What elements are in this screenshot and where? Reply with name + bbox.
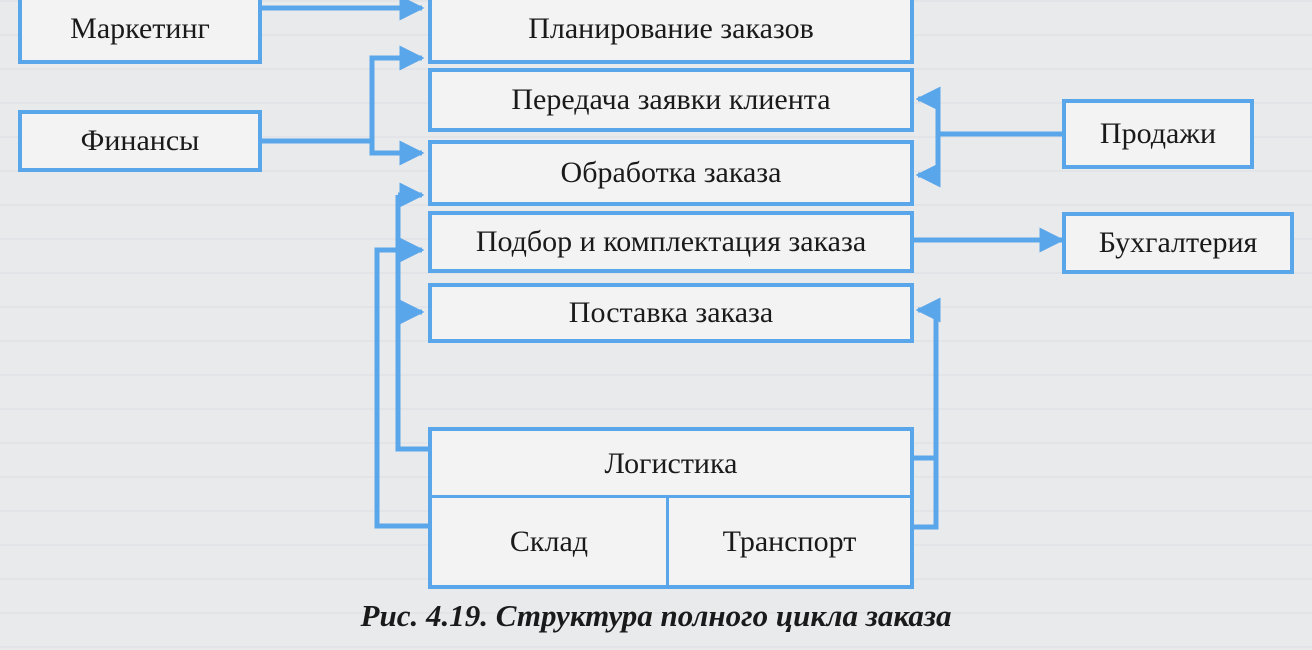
logistics-divider-horizontal	[432, 495, 910, 498]
node-logistics-label: Логистика	[604, 447, 738, 480]
figure-caption-text: Структура полного цикла заказа	[495, 598, 952, 633]
arrow-sales-to-processing	[915, 134, 941, 188]
node-transport: Транспорт	[669, 498, 910, 585]
node-marketing: Маркетинг	[18, 0, 262, 64]
logistics-divider-vertical	[666, 497, 669, 585]
node-sales-label: Продажи	[1099, 117, 1217, 150]
node-finance-label: Финансы	[80, 124, 200, 157]
node-sales: Продажи	[1062, 99, 1254, 169]
node-finance: Финансы	[18, 110, 262, 172]
arrow-logistics-to-delivery-right	[914, 297, 941, 530]
node-delivery: Поставка заказа	[428, 283, 914, 343]
node-order-planning-label: Планирование заказов	[528, 12, 814, 45]
node-accounting-label: Бухгалтерия	[1098, 226, 1258, 259]
arrow-finance-to-planning	[369, 45, 425, 141]
node-warehouse: Склад	[432, 498, 666, 585]
node-client-request-label: Передача заявки клиента	[511, 83, 831, 116]
node-picking: Подбор и комплектация заказа	[428, 211, 914, 273]
node-warehouse-label: Склад	[509, 524, 589, 558]
node-order-processing-label: Обработка заказа	[560, 156, 782, 189]
node-delivery-label: Поставка заказа	[568, 296, 774, 329]
node-logistics: Логистика Склад Транспорт	[428, 427, 914, 589]
node-transport-label: Транспорт	[722, 524, 857, 558]
node-picking-label: Подбор и комплектация заказа	[475, 225, 867, 258]
node-order-planning: Планирование заказов	[428, 0, 914, 64]
line-warehouse-to-logistics-spine	[374, 247, 428, 529]
node-accounting: Бухгалтерия	[1062, 212, 1294, 274]
arrow-sales-to-request	[915, 86, 941, 134]
arrow-finance-to-processing	[369, 140, 425, 166]
node-order-processing: Обработка заказа	[428, 140, 914, 206]
figure-caption: Рис. 4.19. Структура полного цикла заказ…	[0, 598, 1312, 642]
figure-caption-number: Рис. 4.19.	[360, 598, 488, 633]
node-client-request: Передача заявки клиента	[428, 68, 914, 132]
node-marketing-label: Маркетинг	[70, 12, 210, 45]
line-logistics-left-trunk	[395, 195, 428, 452]
